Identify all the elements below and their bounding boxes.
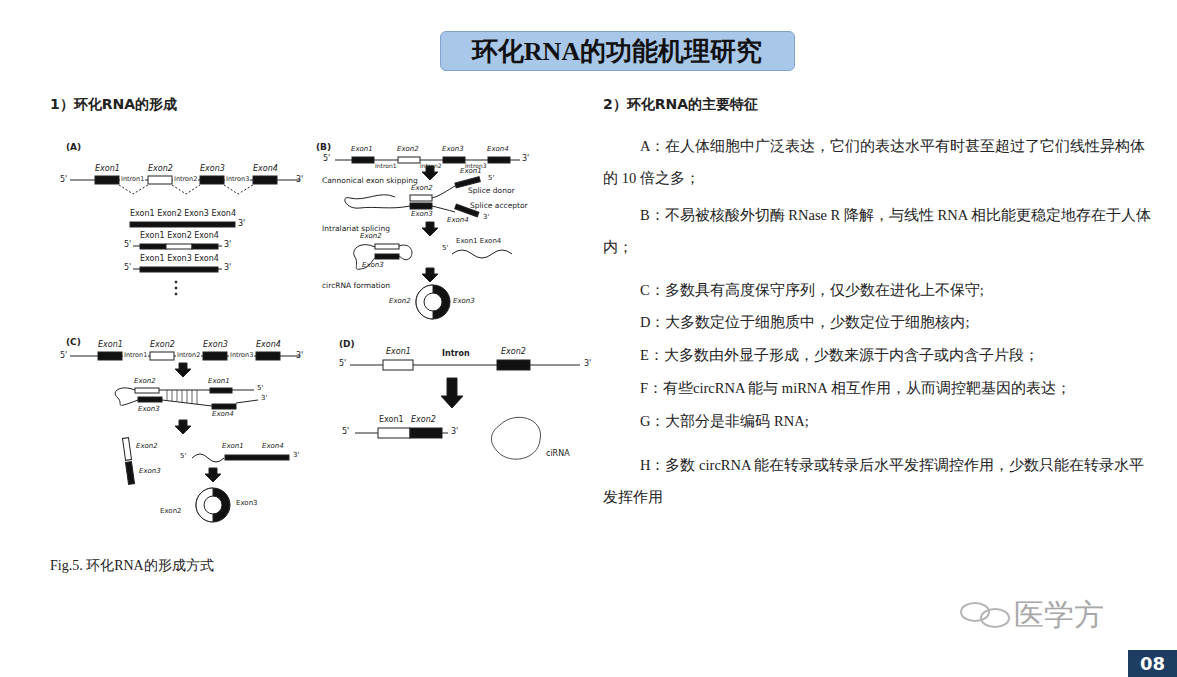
label-text: (C) (66, 338, 81, 348)
label-text: Exon2 (134, 378, 156, 386)
label-text: Exon2 (150, 341, 175, 350)
label-text: Intron (442, 350, 470, 359)
label-text: Intron1 (120, 176, 145, 183)
label-text: Exon4 (487, 146, 509, 154)
label-text: Exon3 (200, 165, 225, 174)
label-text: Exon1 (208, 378, 230, 386)
label-text: 1）环化RNA的形成 (50, 97, 177, 112)
label-text: Exon1 Exon2 Exon4 (140, 232, 219, 241)
label-text: (D) (339, 340, 355, 350)
label-text: D：大多数定位于细胞质中，少数定位于细胞核内; (603, 306, 1151, 338)
label-text: Splice donor (468, 187, 515, 195)
label-text: 3' (483, 214, 489, 222)
label-text: Intron1 (123, 352, 148, 359)
label-text: 3' (261, 395, 267, 403)
label-text: Exon1 (460, 168, 482, 176)
label-text: 5' (60, 352, 67, 361)
label-text: Exon4 (253, 165, 278, 174)
label-text: 医学方 (1014, 598, 1104, 631)
label-text: Exon3 (411, 211, 433, 219)
label-text: Exon4 (262, 443, 284, 451)
label-text: Splice acceptor (470, 202, 528, 210)
label-text: A：在人体细胞中广泛表达，它们的表达水平有时甚至超过了它们线性异构体的 10 倍… (603, 130, 1151, 194)
label-text: F：有些circRNA 能与 miRNA 相互作用，从而调控靶基因的表达； (603, 372, 1151, 404)
label-text: Exon2 (160, 508, 182, 516)
label-text: 5' (124, 241, 131, 250)
label-text: Exon1 (386, 348, 411, 357)
label-text: Intralariat splicing (322, 225, 390, 233)
label-text: Intron3 (229, 352, 254, 359)
label-text: Exon1 (98, 341, 123, 350)
label-text: Exon2 (360, 233, 382, 241)
label-text: 3' (293, 452, 299, 460)
label-text: G：大部分是非编码 RNA; (603, 405, 1151, 437)
title-text: 环化RNA的功能机理研究 (472, 34, 762, 69)
label-text: 3' (224, 264, 231, 273)
label-text: 5' (60, 176, 67, 185)
label-text: 5' (488, 175, 494, 183)
label-text: 5' (442, 245, 448, 253)
label-text: Exon3 (139, 468, 161, 476)
label-text: Exon1 (95, 165, 120, 174)
label-text: 2）环化RNA的主要特征 (603, 97, 758, 112)
label-text: C：多数具有高度保守序列，仅少数在进化上不保守; (603, 274, 1151, 306)
label-text: B：不易被核酸外切酶 RNase R 降解，与线性 RNA 相比能更稳定地存在于… (603, 199, 1151, 263)
figure-caption: Fig.5. 环化RNA的形成方式 (50, 558, 214, 573)
label-text: Exon1 Exon3 Exon4 (140, 255, 219, 264)
label-text: Intron3 (225, 176, 250, 183)
label-text: 3' (224, 241, 231, 250)
label-text: (A) (66, 143, 81, 153)
label-text: Exon3 (203, 341, 228, 350)
label-text: Exon3 (236, 500, 258, 508)
label-text: Intron1 (375, 163, 397, 170)
label-text: Exon3 (453, 298, 475, 306)
label-text: Exon2 (136, 443, 158, 451)
label-text: Exon3 (362, 262, 384, 270)
label-text: Exon1 (379, 416, 404, 425)
label-text: Exon1 (351, 146, 373, 154)
label-text: 5' (124, 264, 131, 273)
label-text: 5' (257, 385, 263, 393)
label-text: Intron2 (176, 352, 201, 359)
label-text: 3' (451, 428, 458, 437)
label-text: 3' (296, 176, 303, 185)
label-text: Exon1 (222, 443, 244, 451)
label-text: Intron2 (420, 163, 442, 170)
title-banner: 环化RNA的功能机理研究 (440, 31, 795, 71)
label-text: 3' (584, 360, 591, 369)
label-text: Intron2 (173, 176, 198, 183)
label-text: 3' (296, 352, 303, 361)
label-text: Exon3 (138, 406, 160, 414)
label-text: ciRNA (546, 450, 570, 459)
label-text: Exon2 (411, 185, 433, 193)
label-text: H：多数 circRNA 能在转录或转录后水平发挥调控作用，少数只能在转录水平发… (603, 449, 1151, 513)
label-text: circRNA formation (322, 282, 390, 290)
label-text: 5' (342, 428, 349, 437)
label-text: (B) (316, 143, 331, 153)
label-text: Cannonical exon skipping (322, 177, 418, 185)
label-text: Exon2 (411, 416, 436, 425)
page-number-box: 08 (1128, 650, 1177, 677)
label-text: E：大多数由外显子形成，少数来源于内含子或内含子片段； (603, 339, 1151, 371)
label-text: Exon2 (148, 165, 173, 174)
label-text: Exon4 (212, 411, 234, 419)
label-text: Exon3 (442, 146, 464, 154)
label-text: 5' (339, 360, 346, 369)
label-text: Exon2 (397, 146, 419, 154)
label-text: Exon1 Exon2 Exon3 Exon4 (130, 210, 236, 219)
label-text: Exon1 Exon4 (456, 238, 501, 246)
label-text: 3' (238, 220, 245, 229)
label-text: Exon2 (389, 298, 411, 306)
label-text: 3' (522, 155, 529, 164)
label-text: 5' (180, 453, 186, 461)
label-text: Exon4 (256, 341, 281, 350)
label-text: Exon2 (501, 348, 526, 357)
page-number: 08 (1140, 653, 1165, 674)
label-text: Exon4 (447, 217, 469, 225)
label-text: 5' (323, 155, 330, 164)
